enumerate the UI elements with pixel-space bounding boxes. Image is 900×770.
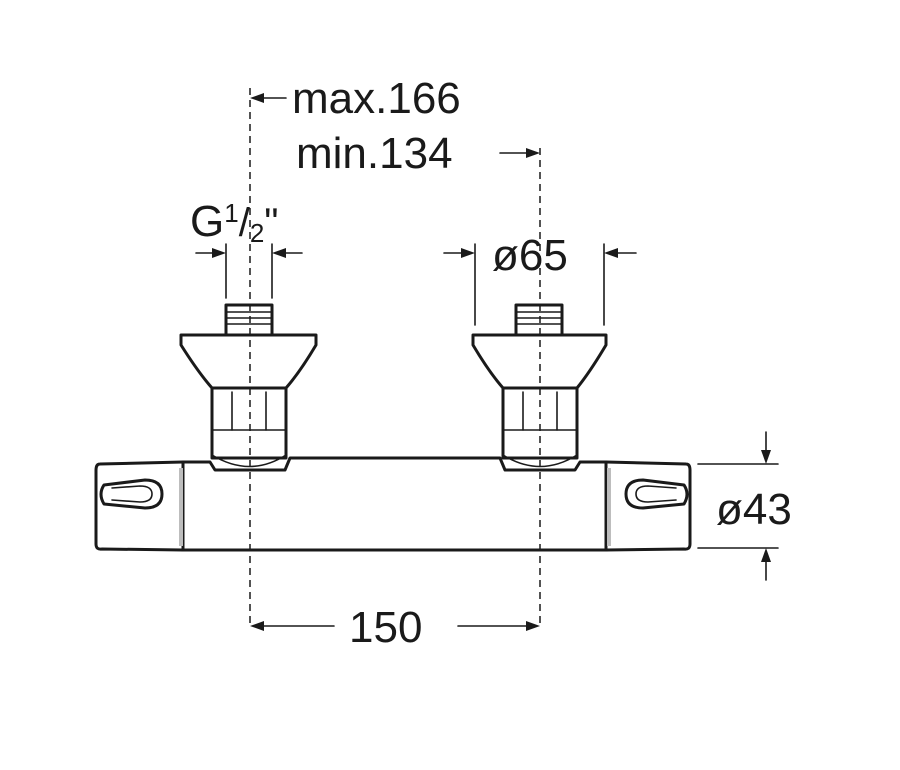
right-knob-grip-inner (635, 485, 677, 503)
max-dim-arrow (250, 93, 264, 103)
thread-unit: " (264, 201, 278, 245)
right-knob-grip (624, 478, 689, 510)
thread-arrow-left (212, 248, 226, 258)
thread-size-dimension: G1/2" (190, 197, 303, 299)
thread-letter: G (190, 197, 224, 246)
left-knob-grip (99, 478, 164, 510)
min-spacing-label: min.134 (296, 129, 453, 178)
max-spacing-dimension: max.166 (250, 74, 461, 123)
max-spacing-label: max.166 (292, 74, 461, 123)
body-arrow-top (761, 450, 771, 464)
center-arrow-right (526, 621, 540, 631)
body-diameter-label: ø43 (716, 485, 792, 534)
body-diameter-dimension: ø43 (697, 431, 792, 581)
center-spacing-label: 150 (349, 603, 422, 652)
cone-arrow-right (604, 248, 618, 258)
right-inlet (471, 303, 608, 468)
right-connector-stem (501, 386, 579, 460)
cone-diameter-dimension: ø65 (443, 231, 637, 326)
thread-size-label: G1/2" (190, 197, 279, 248)
center-arrow-left (250, 621, 264, 631)
cone-diameter-label: ø65 (492, 231, 568, 280)
left-knob-grip-inner (111, 485, 153, 503)
body-outline (181, 456, 608, 552)
left-stem-shoulder (211, 454, 287, 468)
right-stem-shoulder (502, 454, 578, 468)
thread-fraction-denominator: 2 (250, 218, 264, 248)
mixer-body (94, 456, 692, 552)
cone-arrow-left (461, 248, 475, 258)
left-cone-cover (179, 333, 318, 390)
thread-fraction-numerator: 1 (224, 198, 238, 228)
left-thread-nipple (224, 303, 274, 337)
left-end-cap (94, 460, 185, 552)
right-cap-shade (607, 468, 611, 546)
min-dim-arrow (526, 148, 540, 158)
left-cap-shade (179, 468, 183, 546)
thread-arrow-right (272, 248, 286, 258)
right-thread-nipple (514, 303, 564, 337)
body-arrow-bottom (761, 548, 771, 562)
right-end-cap (604, 460, 692, 552)
left-connector-stem (210, 386, 288, 460)
min-spacing-dimension: min.134 (296, 129, 540, 178)
center-spacing-dimension: 150 (250, 603, 540, 652)
left-inlet (179, 303, 318, 468)
